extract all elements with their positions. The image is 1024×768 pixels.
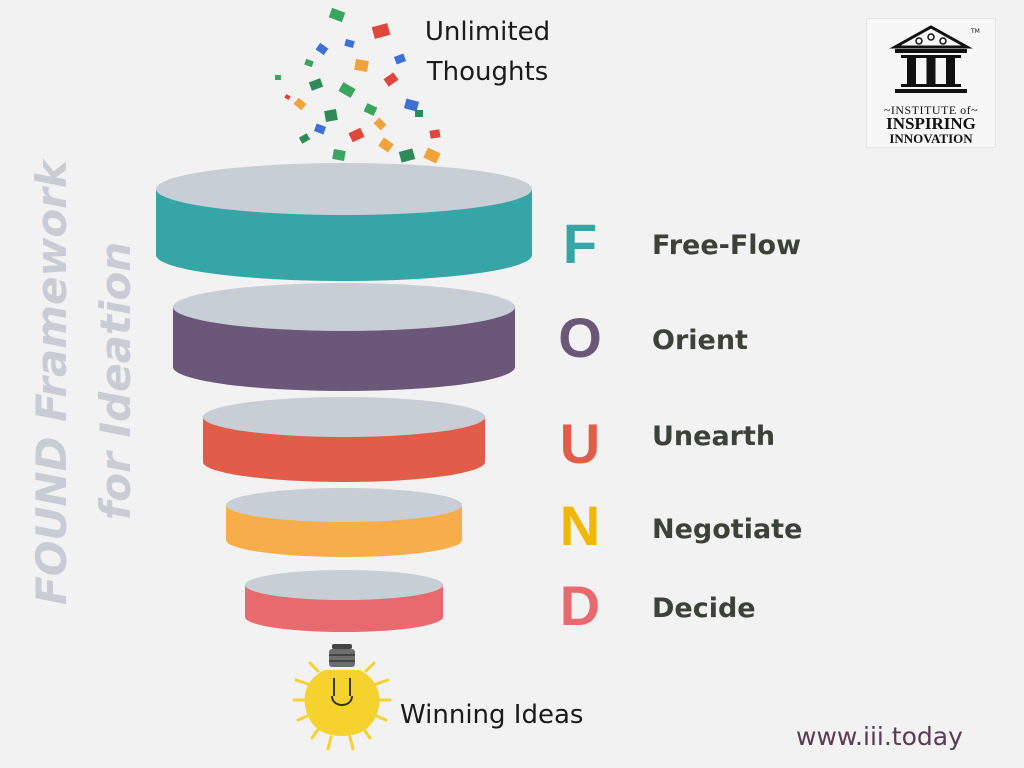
logo-line-2: INSPIRING <box>886 114 976 133</box>
confetti-piece <box>423 147 441 164</box>
confetti-piece <box>393 53 407 65</box>
confetti-piece <box>275 75 281 80</box>
confetti-piece <box>398 148 416 163</box>
letter-o: O <box>558 306 602 369</box>
confetti-piece <box>371 23 391 39</box>
logo-line-1: ~INSTITUTE of~ <box>883 103 979 117</box>
confetti-piece <box>298 133 311 144</box>
confetti-piece <box>403 98 420 112</box>
confetti-piece <box>313 123 327 135</box>
title-line-1: FOUND Framework <box>27 157 76 605</box>
confetti-piece <box>308 78 324 91</box>
funnel-layer-unearth <box>203 397 485 482</box>
confetti-piece <box>304 58 314 68</box>
confetti-piece <box>315 42 329 56</box>
vertical-title: FOUND Framework for Ideation <box>8 150 140 610</box>
letter-f: F <box>562 212 598 275</box>
confetti-piece <box>344 38 355 49</box>
confetti-piece <box>429 129 441 139</box>
institute-logo: TM ~INSTITUTE of~ INSPIRING INNOVATION <box>866 18 996 148</box>
confetti-piece <box>348 127 365 143</box>
word-free-flow: Free-Flow <box>652 230 802 261</box>
word-decide: Decide <box>652 593 756 624</box>
confetti-piece <box>328 7 346 23</box>
funnel-layer-negotiate <box>226 488 462 557</box>
confetti-piece <box>378 137 394 153</box>
confetti-piece <box>293 97 307 111</box>
funnel-diagram <box>156 163 532 632</box>
funnel-layer-free-flow <box>156 163 532 281</box>
word-unearth: Unearth <box>652 421 776 452</box>
website-url[interactable]: www.iii.today <box>796 722 963 751</box>
word-negotiate: Negotiate <box>652 514 803 545</box>
confetti-piece <box>383 72 399 87</box>
confetti-piece <box>284 94 291 100</box>
confetti-piece <box>338 82 356 98</box>
logo-line-3: INNOVATION <box>889 131 973 146</box>
top-caption: Unlimited Thoughts <box>405 12 570 92</box>
lightbulb-icon <box>292 644 392 751</box>
funnel-layer-orient <box>173 283 515 391</box>
building-icon: TM <box>889 25 980 93</box>
confetti-piece <box>373 117 387 131</box>
funnel-layer-decide <box>245 570 443 632</box>
trademark-symbol: TM <box>970 28 980 35</box>
top-caption-line-1: Unlimited <box>424 17 551 47</box>
confetti-piece <box>415 110 423 117</box>
confetti-piece <box>332 149 346 161</box>
letter-n: N <box>559 494 601 557</box>
word-orient: Orient <box>652 325 748 356</box>
confetti-piece <box>324 109 338 122</box>
letter-u: U <box>559 412 601 475</box>
confetti-piece <box>363 103 378 116</box>
title-line-2: for Ideation <box>91 242 138 520</box>
letter-d: D <box>559 574 601 637</box>
top-caption-line-2: Thoughts <box>426 57 549 87</box>
confetti-piece <box>354 58 369 73</box>
bottom-caption: Winning Ideas <box>400 700 584 730</box>
